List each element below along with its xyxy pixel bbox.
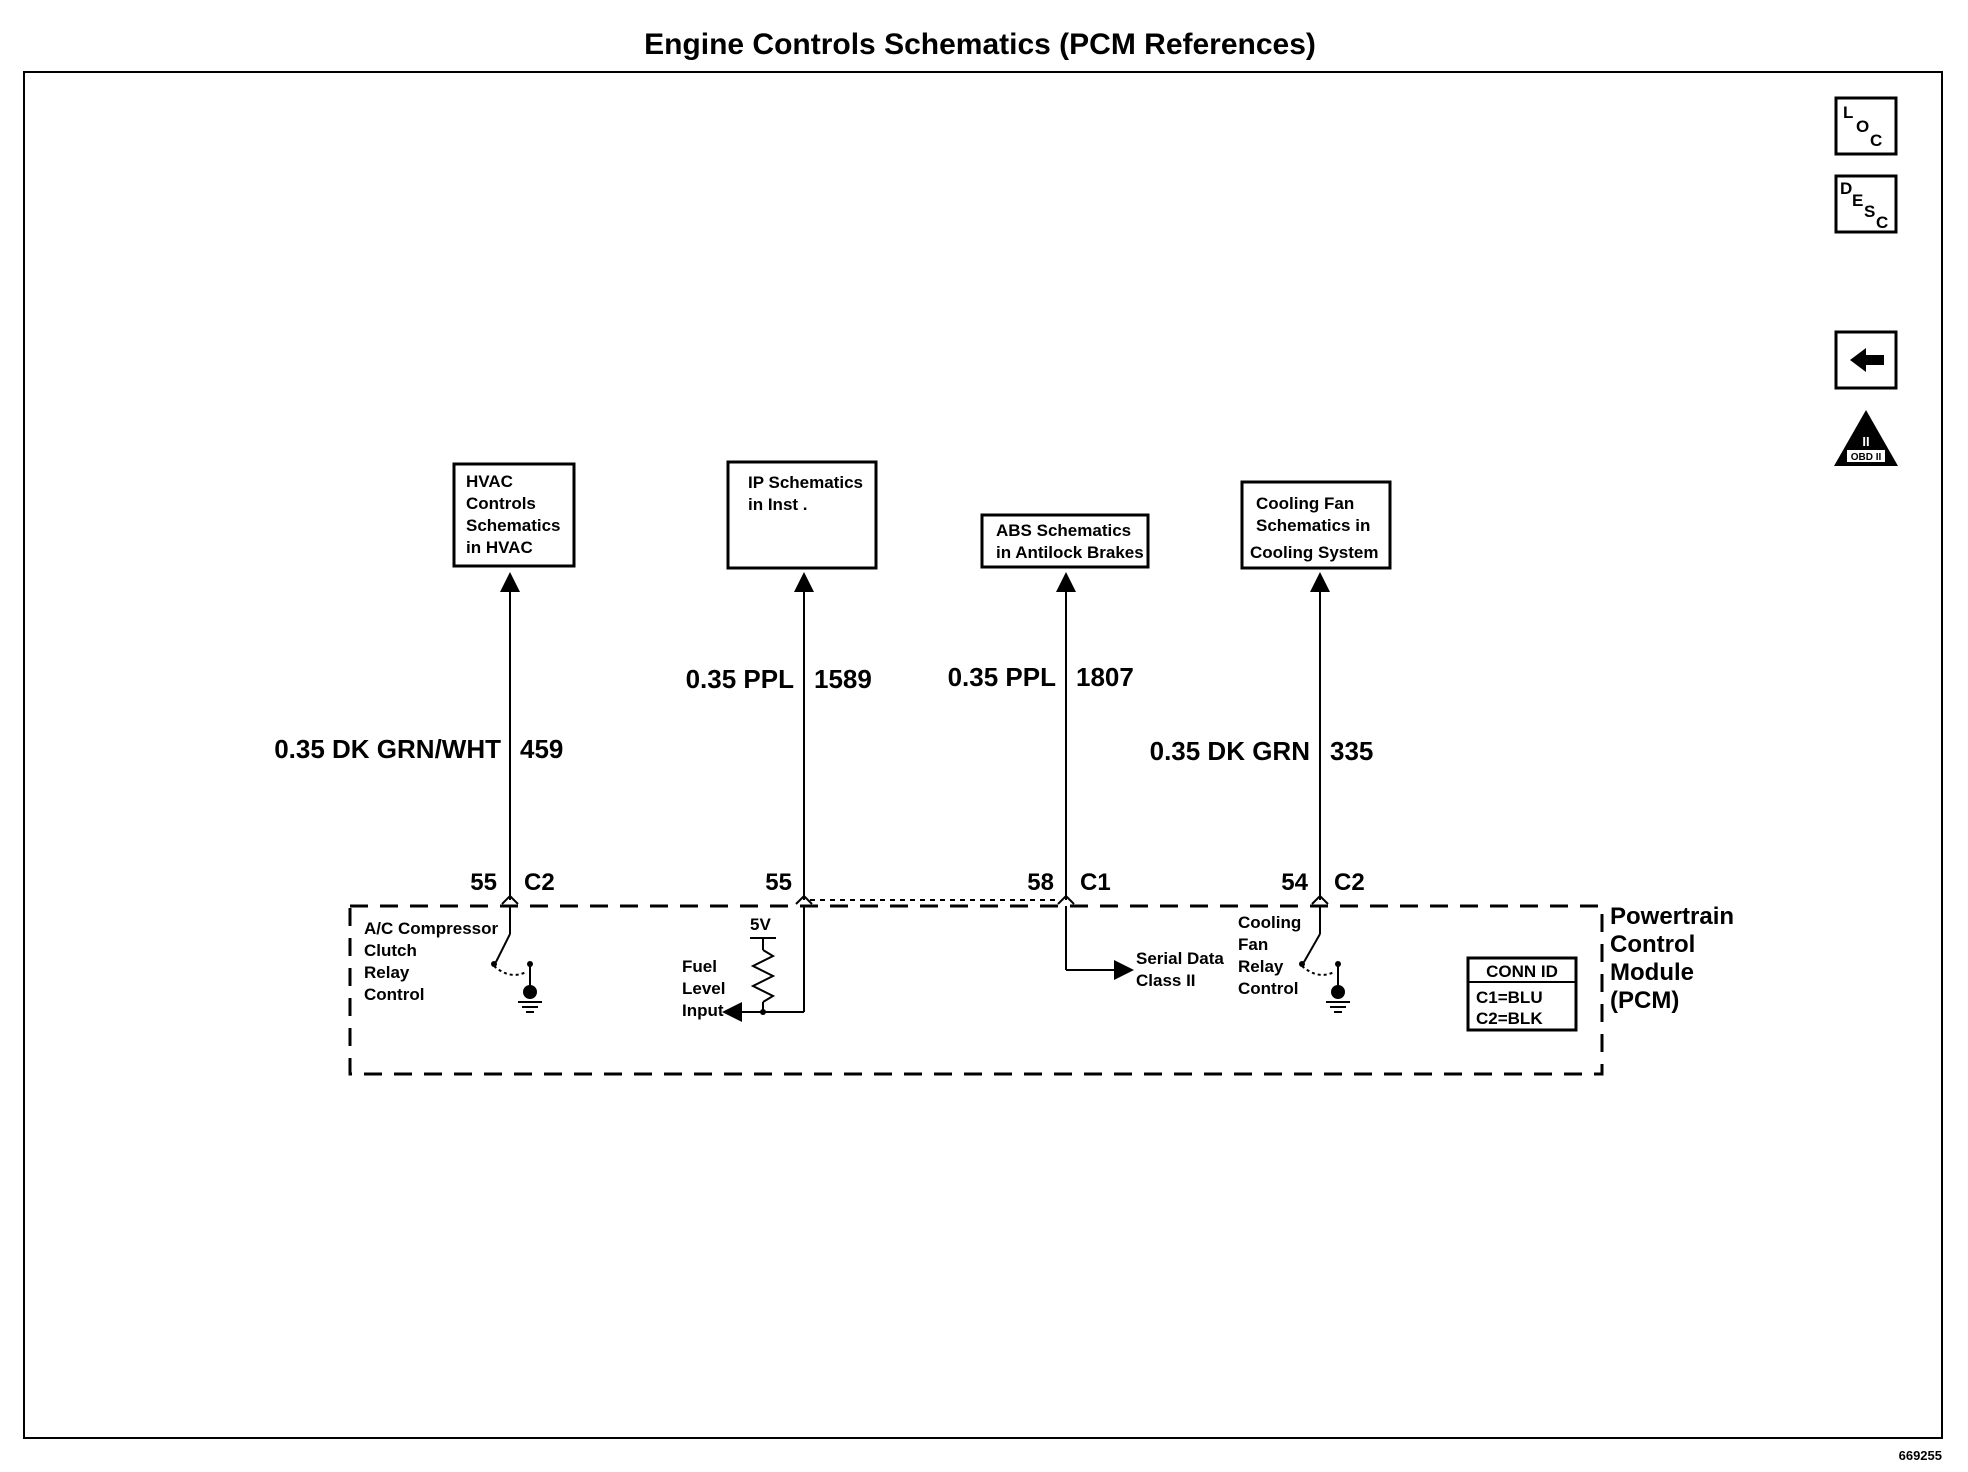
fan-line-3: Relay <box>1238 957 1284 976</box>
page-title: Engine Controls Schematics (PCM Referenc… <box>644 28 1316 61</box>
hvac-line-1: HVAC <box>466 472 513 491</box>
desc-letter-d: D <box>1840 179 1852 198</box>
obd-ii-button[interactable]: OBD II II <box>1834 410 1898 466</box>
pcm-label: Powertrain Control Module (PCM) <box>1610 903 1734 1014</box>
loc-button[interactable]: L O C <box>1834 96 1898 156</box>
wire-1807-connector: C1 <box>1080 869 1111 896</box>
desc-letter-e: E <box>1852 191 1863 210</box>
wire-335-spec: 0.35 DK GRN <box>1150 736 1310 766</box>
wire-459: 0.35 DK GRN/WHT 459 55 C2 <box>274 572 563 905</box>
desc-letter-c: C <box>1876 213 1888 232</box>
ip-line-1: IP Schematics <box>748 473 863 492</box>
wire-459-pin: 55 <box>470 869 497 896</box>
wire-1807-pin: 58 <box>1027 869 1054 896</box>
loc-letter-o: O <box>1856 117 1869 136</box>
fan-ground-icon <box>1331 985 1345 999</box>
hvac-line-3: Schematics <box>466 516 561 535</box>
fan-line-4: Control <box>1238 979 1298 998</box>
wire-1807-spec: 0.35 PPL <box>948 662 1057 692</box>
wire-335-circuit: 335 <box>1330 736 1373 766</box>
ac-line-1: A/C Compressor <box>364 919 499 938</box>
wire-1589: 0.35 PPL 1589 55 <box>686 572 872 905</box>
hvac-destination-box[interactable]: HVAC Controls Schematics in HVAC <box>452 462 576 568</box>
ac-relay-control: A/C Compressor Clutch Relay Control <box>364 906 542 1013</box>
ac-line-2: Clutch <box>364 941 417 960</box>
abs-destination-box[interactable]: ABS Schematics in Antilock Brakes <box>980 513 1150 569</box>
wire-335: 0.35 DK GRN 335 54 C2 <box>1150 572 1373 905</box>
ip-destination-box[interactable]: IP Schematics in Inst . <box>726 460 878 570</box>
cooling-line-3: Cooling System <box>1250 543 1378 562</box>
cooling-line-2: Schematics in <box>1256 516 1370 535</box>
fuel-line-3: Input <box>682 1001 724 1020</box>
wire-1589-pin: 55 <box>765 869 792 896</box>
wire-459-connector: C2 <box>524 869 555 896</box>
ac-line-3: Relay <box>364 963 410 982</box>
desc-button[interactable]: D E S C <box>1834 174 1898 234</box>
wire-459-circuit: 459 <box>520 734 563 764</box>
fuel-line-2: Level <box>682 979 725 998</box>
conn-id-header: CONN ID <box>1486 962 1558 981</box>
hvac-line-2: Controls <box>466 494 536 513</box>
obd-ii-label: OBD II <box>1851 452 1882 463</box>
wire-335-connector: C2 <box>1334 869 1365 896</box>
ac-ground-icon <box>523 985 537 999</box>
five-volt-label: 5V <box>750 915 771 934</box>
serial-data-class-ii: Serial Data Class II <box>1065 906 1224 990</box>
conn-id-box: CONN ID C1=BLU C2=BLK <box>1466 956 1578 1032</box>
back-arrow-icon <box>1850 348 1884 372</box>
loc-letter-l: L <box>1843 103 1853 122</box>
cooling-line-1: Cooling Fan <box>1256 494 1354 513</box>
back-arrow-button[interactable] <box>1834 330 1898 390</box>
abs-line-2: in Antilock Brakes <box>996 543 1144 562</box>
serial-line-2: Class II <box>1136 971 1196 990</box>
wire-1807: 0.35 PPL 1807 58 C1 <box>948 572 1134 905</box>
wire-459-spec: 0.35 DK GRN/WHT <box>274 734 501 764</box>
wire-335-pin: 54 <box>1281 869 1308 896</box>
serial-line-1: Serial Data <box>1136 949 1224 968</box>
outer-frame <box>23 71 1943 1439</box>
wire-1589-circuit: 1589 <box>814 664 872 694</box>
fuel-line-1: Fuel <box>682 957 717 976</box>
desc-letter-s: S <box>1864 202 1875 221</box>
pcm-label-line-1: Powertrain <box>1610 903 1734 930</box>
obd-ii-roman: II <box>1862 434 1869 449</box>
conn-id-row-1: C1=BLU <box>1476 988 1543 1007</box>
wire-1589-spec: 0.35 PPL <box>686 664 795 694</box>
resistor-icon <box>750 949 776 1003</box>
pcm-label-line-4: (PCM) <box>1610 987 1679 1014</box>
fan-relay-control: Cooling Fan Relay Control <box>1238 906 1350 1013</box>
pcm-label-line-2: Control <box>1610 931 1695 958</box>
pcm-boundary <box>348 904 1604 1076</box>
abs-line-1: ABS Schematics <box>996 521 1131 540</box>
fan-line-1: Cooling <box>1238 913 1301 932</box>
conn-id-row-2: C2=BLK <box>1476 1009 1543 1028</box>
cooling-destination-box[interactable]: Cooling Fan Schematics in Cooling System <box>1240 480 1392 570</box>
wire-1807-circuit: 1807 <box>1076 662 1134 692</box>
hvac-line-4: in HVAC <box>466 538 533 557</box>
figure-id: 669255 <box>1899 1448 1942 1463</box>
fan-line-2: Fan <box>1238 935 1268 954</box>
pcm-label-line-3: Module <box>1610 959 1694 986</box>
ip-line-2: in Inst . <box>748 495 808 514</box>
fuel-level-input: 5V Fuel Level Input <box>682 906 805 1022</box>
ac-line-4: Control <box>364 985 424 1004</box>
loc-letter-c: C <box>1870 131 1882 150</box>
